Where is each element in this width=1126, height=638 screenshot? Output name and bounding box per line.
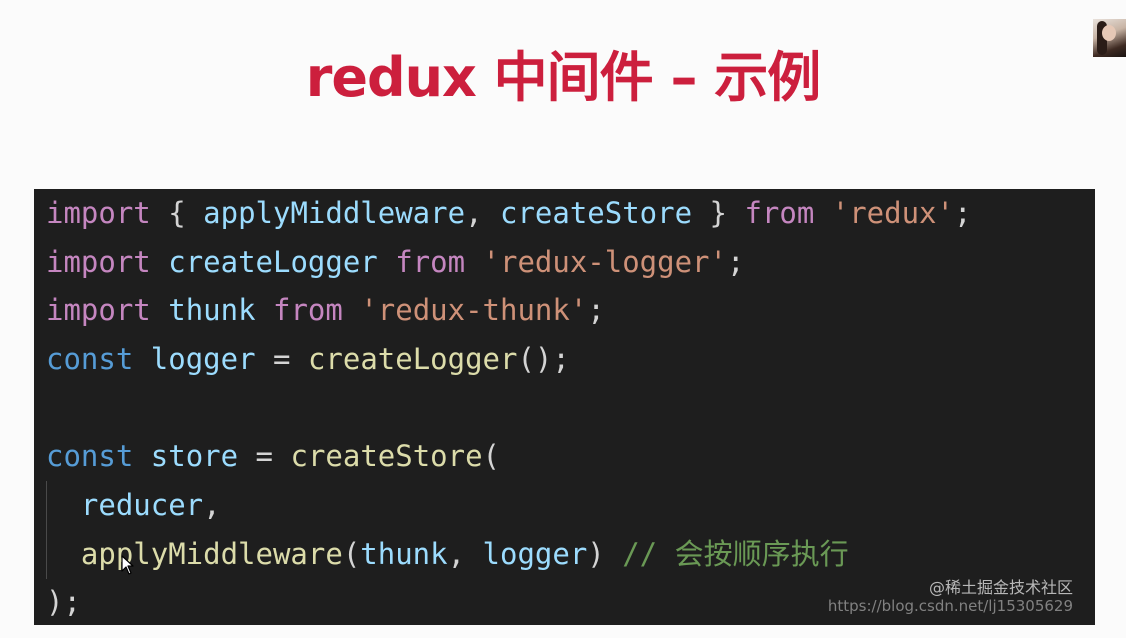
watermark: @稀土掘金技术社区 https://blog.csdn.net/lj153056…	[827, 578, 1073, 616]
code-line-3: import thunk from 'redux-thunk';	[46, 286, 605, 335]
indent-guide	[46, 481, 47, 579]
code-token: from	[744, 196, 815, 230]
code-line-6: const store = createStore(	[46, 432, 500, 481]
code-token	[151, 245, 168, 279]
code-line-2: import createLogger from 'redux-logger';	[46, 238, 744, 287]
code-token: import	[46, 293, 151, 327]
code-line-9: );	[46, 578, 81, 625]
code-line-4: const logger = createLogger();	[46, 335, 570, 384]
code-token	[256, 293, 273, 327]
code-token: ;	[726, 245, 745, 279]
avatar-hair	[1097, 21, 1107, 55]
code-panel: import { applyMiddleware, createStore } …	[34, 189, 1095, 625]
code-token: // 会按顺序执行	[622, 537, 849, 571]
code-token	[133, 439, 150, 473]
code-token	[133, 342, 150, 376]
code-token: from	[395, 245, 466, 279]
code-token: createStore	[290, 439, 483, 473]
code-token: 'redux-thunk'	[360, 293, 588, 327]
code-token: ();	[517, 342, 570, 376]
code-token: reducer	[80, 488, 204, 522]
code-token: thunk	[168, 293, 256, 327]
code-line-1: import { applyMiddleware, createStore } …	[46, 189, 971, 238]
code-token: applyMiddleware	[203, 196, 466, 230]
code-token	[46, 537, 81, 571]
code-token: const	[46, 342, 134, 376]
code-token: (	[342, 537, 361, 571]
watermark-url: https://blog.csdn.net/lj15305629	[827, 597, 1073, 615]
code-token: );	[46, 585, 81, 619]
code-token: ;	[953, 196, 972, 230]
code-token: store	[150, 439, 239, 473]
code-token	[343, 293, 360, 327]
mouse-cursor-icon	[121, 555, 134, 575]
code-token: ,	[465, 196, 500, 230]
code-line-7: reducer,	[46, 481, 221, 530]
code-token: logger	[482, 537, 588, 571]
code-token: ;	[587, 293, 605, 327]
code-token: ,	[447, 537, 483, 571]
presenter-avatar-icon	[1093, 19, 1126, 57]
code-token	[378, 245, 395, 279]
avatar-face	[1102, 25, 1116, 41]
watermark-community: @稀土掘金技术社区	[928, 578, 1073, 597]
slide-title: redux 中间件 – 示例	[305, 46, 822, 109]
code-token	[814, 196, 831, 230]
code-token: ,	[203, 488, 221, 522]
code-token: 'redux'	[831, 196, 954, 230]
code-token	[46, 488, 81, 522]
code-token: logger	[150, 342, 256, 376]
code-token: createStore	[499, 196, 693, 230]
code-token: thunk	[360, 537, 448, 571]
code-token: import	[46, 196, 151, 230]
code-token: =	[238, 439, 291, 473]
code-token: import	[46, 245, 151, 279]
code-token: createLogger	[168, 245, 378, 279]
code-token	[465, 245, 482, 279]
code-token: (	[482, 439, 501, 473]
code-token	[151, 293, 168, 327]
code-token: {	[150, 196, 204, 230]
code-line-8: applyMiddleware(thunk, logger) // 会按顺序执行	[46, 530, 849, 579]
code-token: createLogger	[307, 342, 518, 376]
code-token: )	[587, 537, 623, 571]
code-token: from	[273, 293, 343, 327]
code-token: 'redux-logger'	[482, 245, 727, 279]
code-token: }	[692, 196, 745, 230]
code-token: const	[46, 439, 134, 473]
code-token: =	[255, 342, 308, 376]
